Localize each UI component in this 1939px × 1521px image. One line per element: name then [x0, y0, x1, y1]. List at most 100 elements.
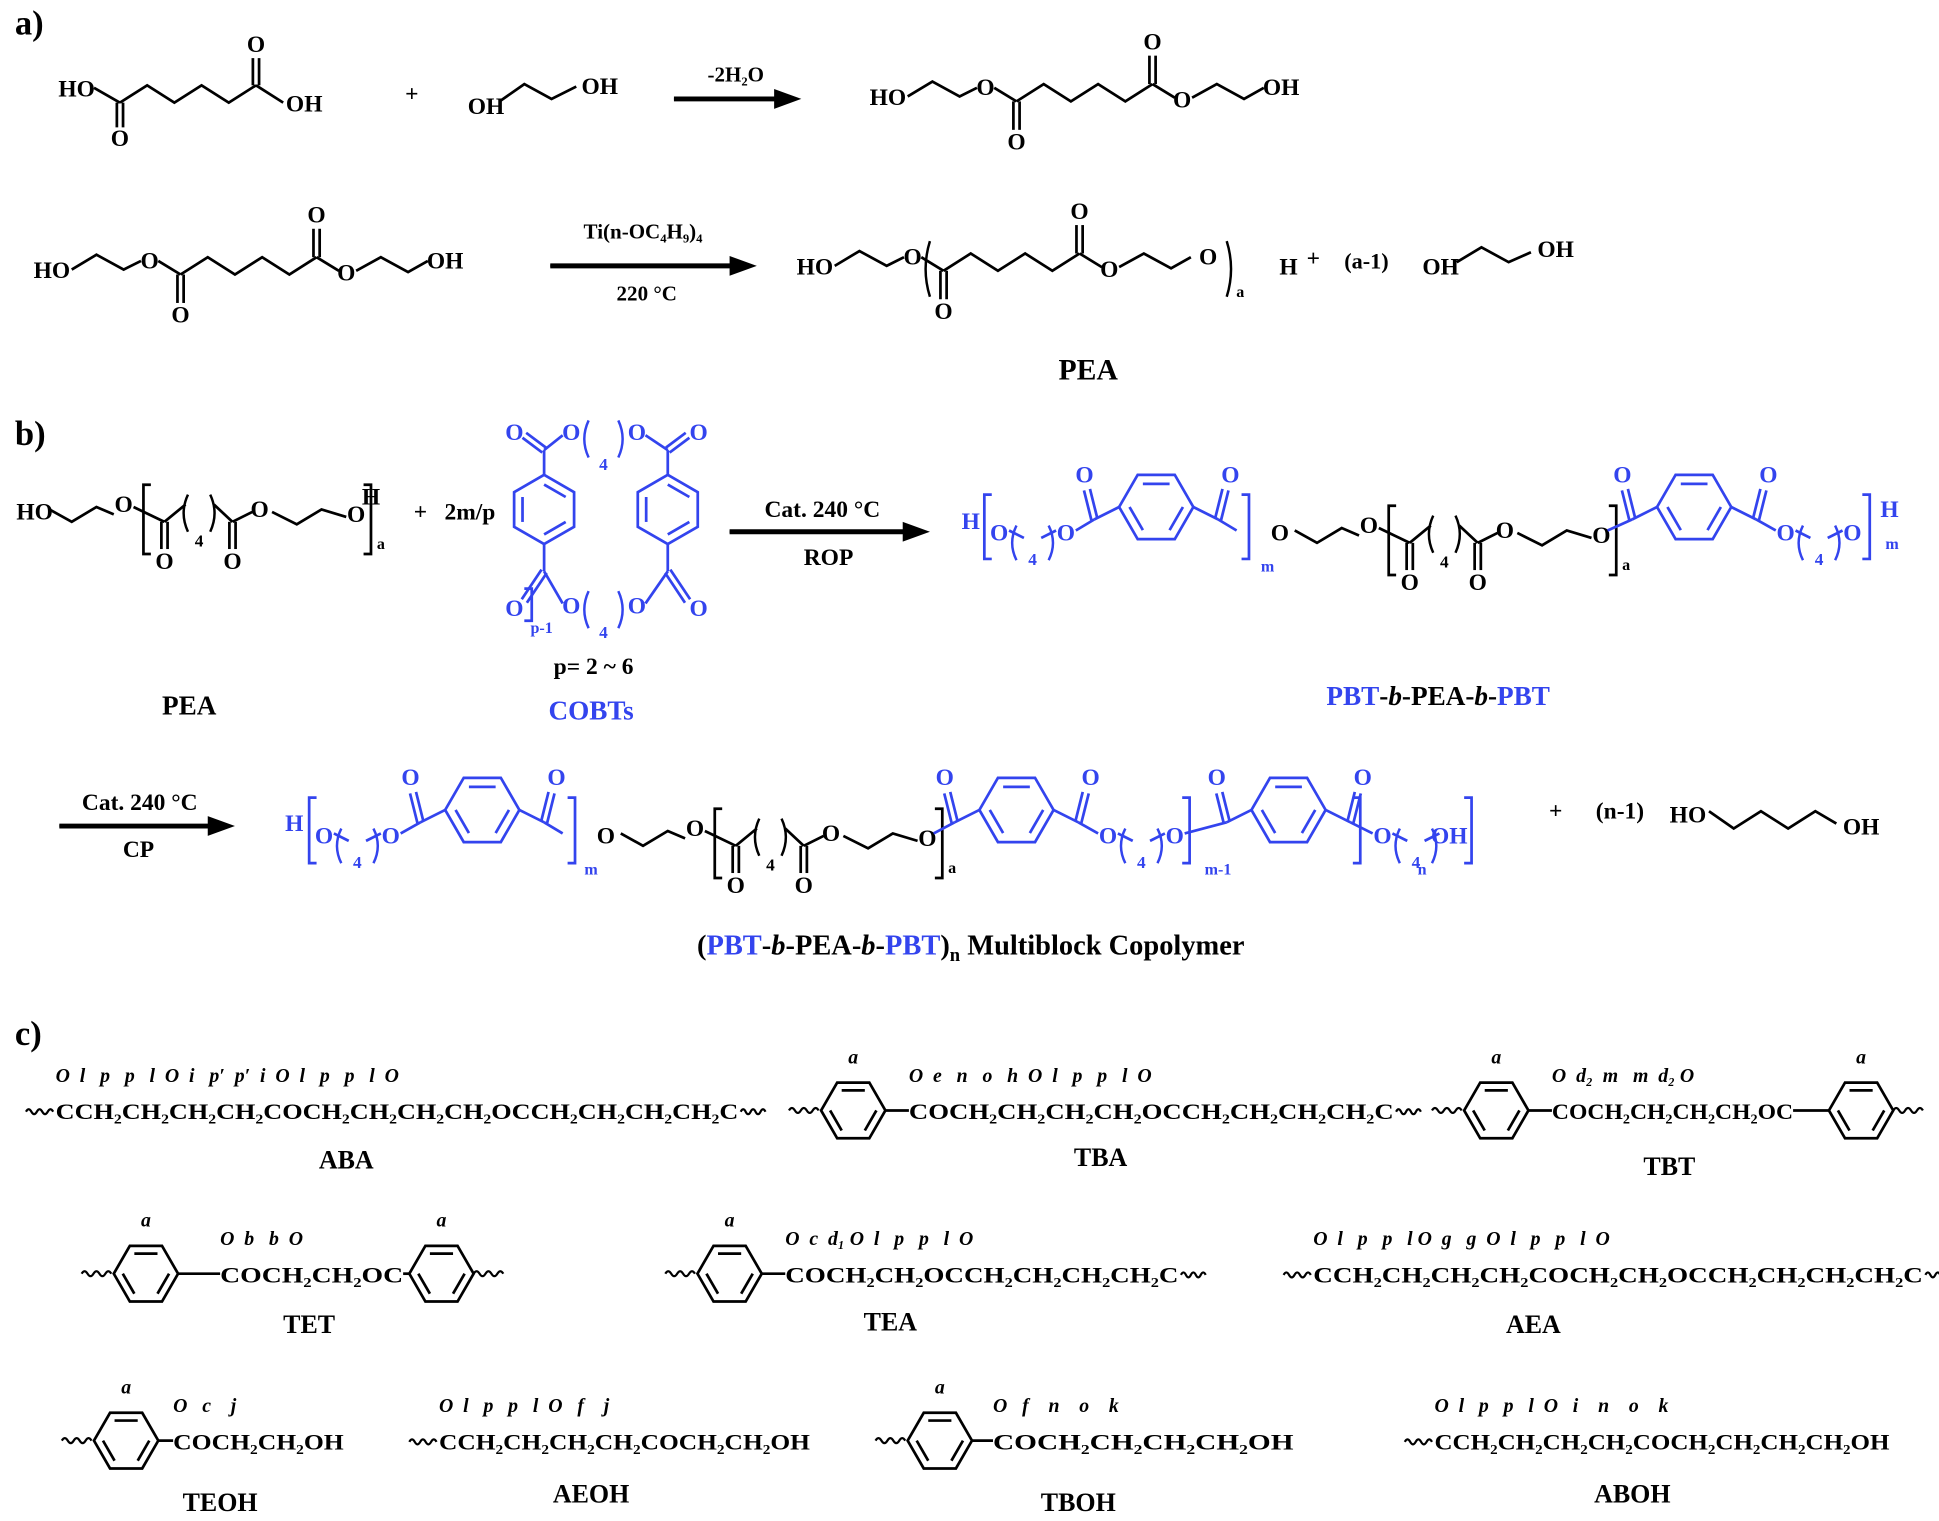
catalyst-label: Ti(n-OC₄H₉)₄	[584, 220, 704, 244]
atom-label: OH	[1843, 815, 1880, 841]
bond	[1128, 506, 1145, 531]
atom-label: m-1	[1205, 861, 1232, 878]
bond	[1871, 1109, 1886, 1132]
bond	[665, 431, 687, 449]
atom-label: OH	[581, 74, 618, 100]
proton-assignment-labels: O l p p l O g g O l p p l O	[1313, 1228, 1610, 1250]
atom-label: O	[597, 823, 615, 849]
atom-label: O	[505, 420, 523, 446]
atom-label: O	[171, 303, 189, 329]
bond-chain	[1191, 82, 1265, 101]
bond	[1423, 832, 1441, 843]
name-part: b	[1474, 681, 1488, 711]
bond	[950, 1439, 965, 1462]
atom-label: OH	[1431, 823, 1468, 849]
bond	[520, 568, 543, 601]
atom-label: H	[962, 509, 980, 535]
atom-label: p-1	[530, 620, 552, 637]
bond-chain	[1294, 526, 1360, 545]
open-paren	[1427, 515, 1435, 554]
bond	[365, 832, 382, 843]
name-part: -	[876, 931, 885, 962]
bond	[1631, 505, 1658, 521]
atom-label: O	[1759, 462, 1777, 488]
bond-chain	[620, 829, 686, 848]
atom-label: O	[1777, 520, 1795, 546]
open-paren	[924, 240, 932, 298]
bond-chain	[1118, 251, 1192, 270]
benzene-ring-icon	[112, 1244, 180, 1303]
catalyst-label: Cat. 240 °C	[764, 497, 880, 523]
wavy-bond-icon	[664, 1270, 696, 1278]
bond	[545, 793, 556, 824]
proton-assignment-labels: O c j	[173, 1395, 237, 1417]
bond	[668, 436, 691, 454]
atom-label: O	[990, 520, 1008, 546]
atom-label: O	[1075, 462, 1093, 488]
bond	[644, 570, 669, 605]
compound-name: PEA	[162, 691, 217, 721]
atom-label: O	[337, 261, 355, 287]
bond	[1391, 832, 1408, 843]
bond	[543, 821, 564, 835]
atom-label: O	[1007, 130, 1025, 156]
proton-assignment-labels: O e n o h O l p p l O	[909, 1065, 1152, 1087]
atom-label: OH	[427, 248, 464, 274]
wavy-bond-icon	[60, 1437, 93, 1445]
name-part: -PEA-	[1402, 681, 1474, 711]
wavy-bond-icon	[1403, 1438, 1433, 1446]
bond-chain	[1516, 529, 1592, 547]
bond-chain	[498, 82, 577, 103]
bond	[1052, 808, 1079, 824]
bond-chain	[834, 249, 905, 268]
name-part: (	[697, 931, 706, 962]
open-paren	[1394, 827, 1401, 864]
wavy-bond-icon	[874, 1437, 907, 1445]
atom-label: O	[727, 873, 745, 899]
panel-label: a)	[15, 5, 44, 43]
repeat-unit-formula: CCH₂CH₂CH₂CH₂COCH₂CH₂OH	[439, 1429, 810, 1454]
reaction-condition: -2H₂O	[708, 63, 765, 87]
atom-label: 4	[1412, 853, 1421, 872]
bond	[454, 809, 471, 834]
atom-label: O	[1613, 462, 1631, 488]
close-paren	[1834, 524, 1841, 561]
atom-label: a	[377, 536, 385, 553]
bond	[1755, 518, 1777, 532]
close-bracket	[1608, 504, 1618, 577]
atom-label: O	[1082, 765, 1100, 791]
bond-chain	[271, 507, 347, 526]
bond	[1300, 809, 1317, 834]
atom-label: O	[936, 765, 954, 791]
arrow-icon	[207, 816, 235, 836]
atom-label: O	[562, 593, 580, 619]
name-part: )	[940, 931, 949, 962]
atom-label: 4	[195, 532, 204, 551]
atom-label: HO	[58, 76, 95, 102]
atom-label: O	[686, 816, 704, 842]
atom-label: O	[918, 826, 936, 852]
atom-label: O	[795, 873, 813, 899]
atom-label: O	[1173, 88, 1191, 114]
ring-proton-label: a	[1491, 1046, 1501, 1068]
bond	[1168, 506, 1185, 531]
open-paren	[583, 419, 590, 459]
bond	[451, 1273, 466, 1295]
bond	[667, 483, 691, 499]
name-part: PBT	[885, 931, 940, 962]
bond	[1192, 505, 1219, 521]
atom-label: H	[362, 485, 380, 511]
open-paren	[1010, 524, 1018, 561]
bond	[1149, 832, 1166, 843]
bond	[1408, 524, 1432, 544]
atom-label: O	[628, 420, 646, 446]
bond	[1751, 488, 1762, 519]
atom-label: O	[505, 596, 523, 622]
bond	[539, 791, 550, 822]
name-part: b	[861, 931, 875, 962]
bond	[863, 1109, 878, 1132]
repeat-unit-name: ABOH	[1594, 1479, 1670, 1508]
repeat-unit-formula: CCH₂CH₂CH₂CH₂COCH₂CH₂OCCH₂CH₂CH₂CH₂C	[1313, 1262, 1923, 1287]
close-bracket	[934, 807, 944, 880]
proton-assignment-labels: O l p p l O i p′ p′ i O l p p l O	[56, 1065, 399, 1087]
